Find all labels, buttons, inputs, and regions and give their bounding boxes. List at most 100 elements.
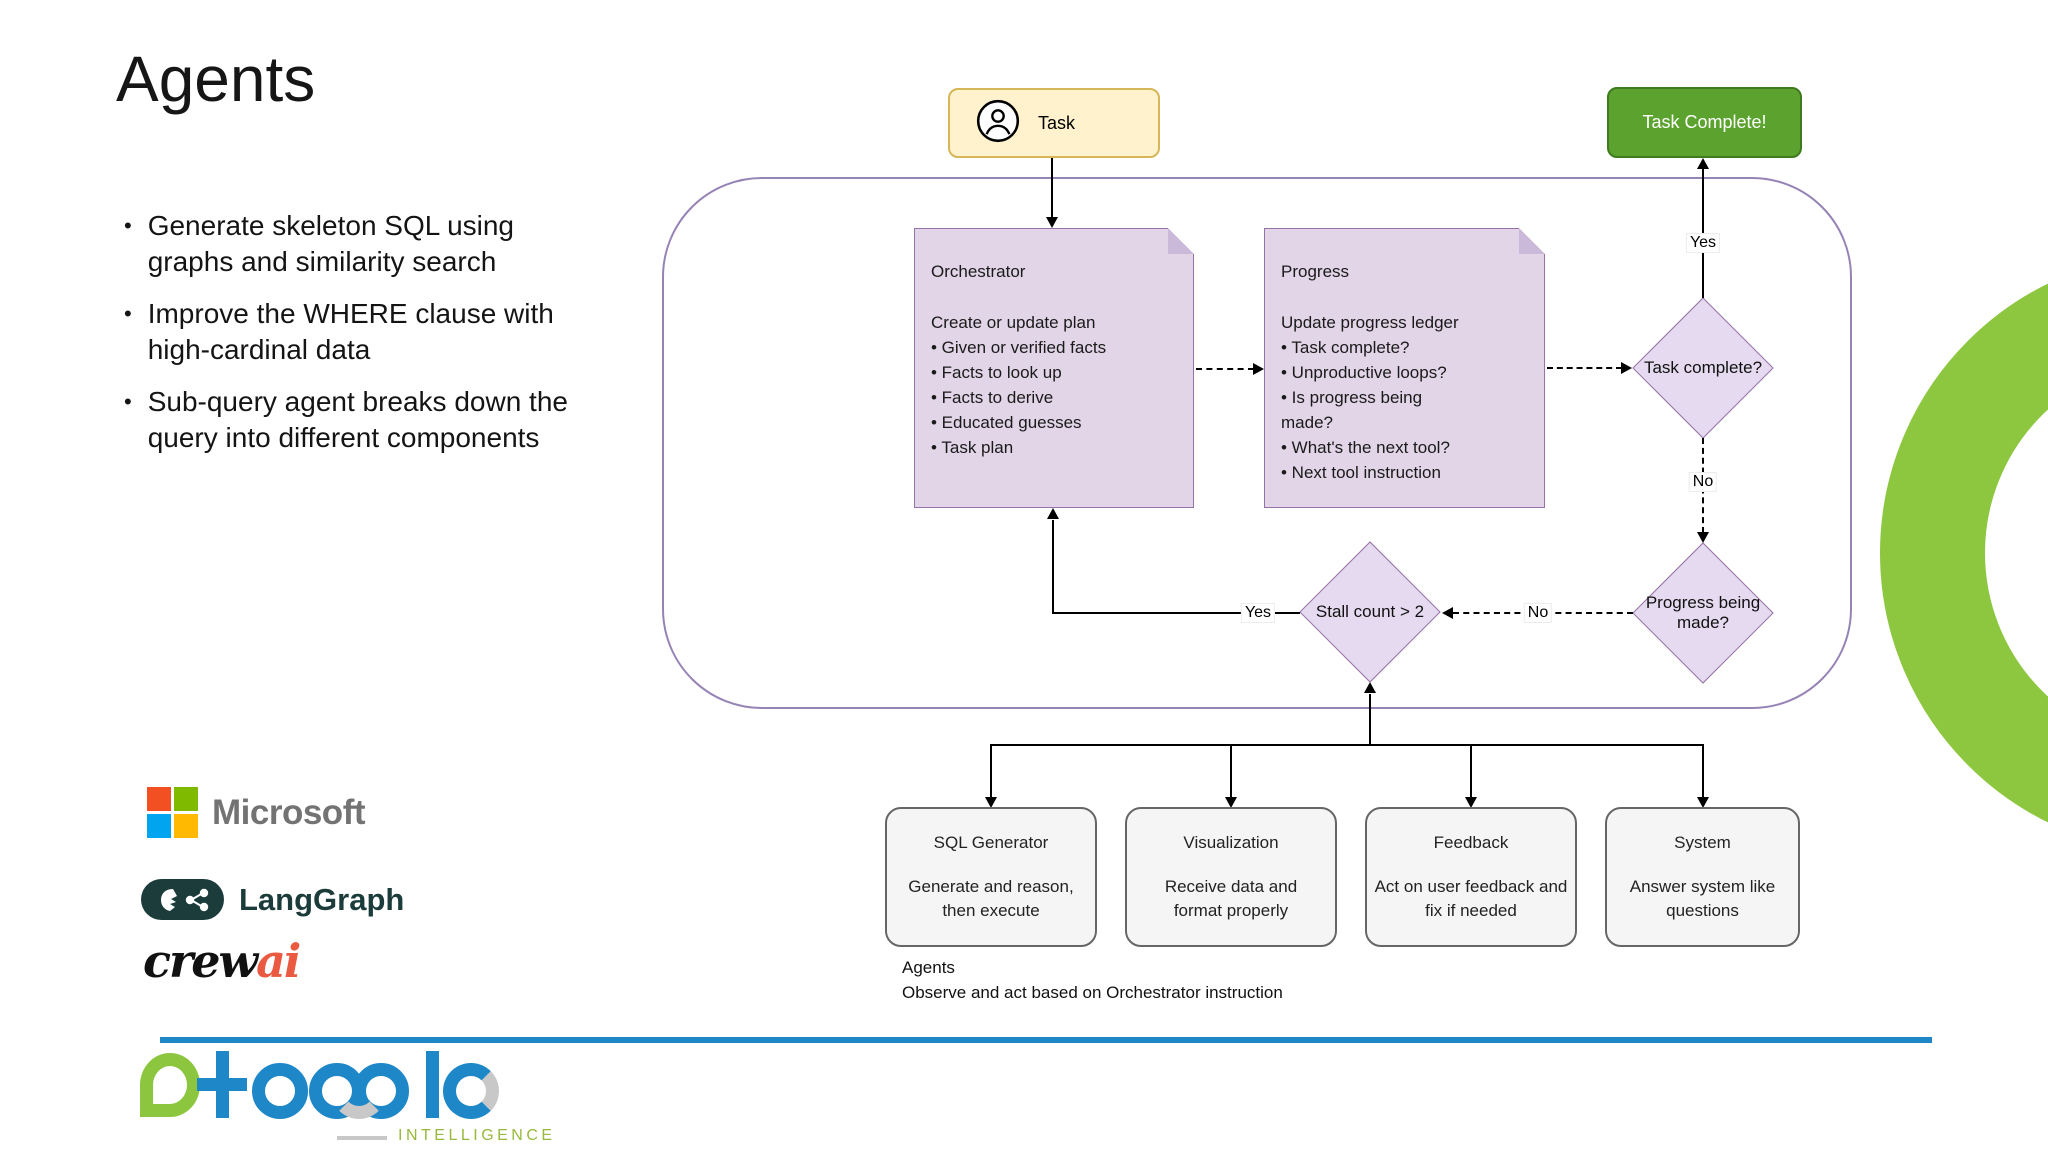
task-node: Task [948,88,1160,158]
bullet-text: Improve the WHERE clause with high-cardi… [147,298,554,365]
progress-body: Update progress ledger • Task complete? … [1281,310,1528,485]
progress-line: • Is progress being [1281,388,1423,407]
edge-task-to-orchestrator [1051,158,1053,220]
edge-label-yes: Yes [1240,603,1276,623]
atomic-letter-o [252,1063,308,1119]
edge-yes-to-orchestrator-v [1052,520,1054,614]
edge-progress-to-taskcomplete-q [1547,367,1622,369]
langgraph-icon [141,879,224,920]
microsoft-squares-icon [147,787,198,838]
drop-to-sql-generator [990,744,992,798]
atomic-tagline-dash [337,1136,387,1140]
orchestration-loop-container [662,177,1852,709]
atomic-letter-c [443,1063,499,1119]
agents-caption-line2: Observe and act based on Orchestrator in… [902,983,1283,1002]
drop-to-system [1702,744,1704,798]
agents-caption-line1: Agents [902,958,955,977]
atomic-letter-a [140,1053,200,1117]
edge-agents-to-stall [1369,694,1371,746]
task-complete-decision-label: Task complete? [1643,358,1763,377]
orchestrator-title: Orchestrator [931,262,1026,281]
atomic-letter-i [426,1051,439,1118]
stall-count-decision-label-wrap: Stall count > 2 [1316,562,1424,662]
ms-square-blue [147,814,171,838]
person-icon [976,99,1020,148]
progress-line: • What's the next tool? [1281,438,1450,457]
agent-title: Visualization [1183,833,1279,852]
progress-made-decision-label-wrap: Progress being made? [1646,563,1760,663]
task-complete-label: Task Complete! [1642,112,1767,132]
progress-line: made? [1281,413,1333,432]
progress-line: • Unproductive loops? [1281,363,1447,382]
arrowhead-down-icon [1046,217,1058,228]
agent-title: SQL Generator [933,833,1049,852]
agent-desc: Generate and reason, then execute [908,877,1074,920]
bullet-text: Generate skeleton SQL using graphs and s… [147,210,514,277]
bullet-item: • Sub-query agent breaks down the query i… [120,384,590,456]
crewai-wordmark-ai: ai [256,934,301,988]
bullet-icon: • [124,213,132,238]
agent-box-feedback: Feedback Act on user feedback and fix if… [1365,807,1577,947]
crewai-wordmark-crew: crew [143,934,258,988]
bullet-icon: • [124,389,132,414]
arrowhead-down-icon [1465,797,1477,808]
microsoft-wordmark: Microsoft [212,792,366,832]
arrowhead-down-icon [1225,797,1237,808]
drop-to-visualization [1230,744,1232,798]
bullet-text: Sub-query agent breaks down the query in… [147,386,568,453]
bullet-item: • Generate skeleton SQL using graphs and … [120,208,590,280]
arrowhead-down-icon [1697,797,1709,808]
langgraph-logo: LangGraph [141,879,404,920]
orchestrator-line: Create or update plan [931,313,1096,332]
ms-square-red [147,787,171,811]
progress-made-decision-label: Progress being made? [1645,593,1761,632]
agent-desc: Answer system like questions [1629,877,1776,920]
arrowhead-down-icon [985,797,997,808]
agent-box-visualization: Visualization Receive data and format pr… [1125,807,1337,947]
orchestrator-line: • Educated guesses [931,413,1082,432]
stall-count-decision-label: Stall count > 2 [1315,602,1425,621]
orchestrator-line: • Facts to derive [931,388,1054,407]
green-ring-decoration [1880,253,2048,853]
arrowhead-right-icon [1621,362,1632,374]
ms-square-yellow [174,814,198,838]
agent-desc: Act on user feedback and fix if needed [1374,877,1568,920]
agents-connector-bar [990,744,1704,746]
arrowhead-up-icon [1364,682,1376,693]
edge-label-no: No [1523,603,1553,623]
note-fold-corner [1168,228,1194,254]
orchestrator-line: • Facts to look up [931,363,1062,382]
task-complete-decision-label-wrap: Task complete? [1644,318,1762,418]
bullet-list: • Generate skeleton SQL using graphs and … [120,208,590,456]
arrowhead-up-icon [1697,158,1709,169]
progress-line: • Next tool instruction [1281,463,1441,482]
progress-line: Update progress ledger [1281,313,1459,332]
orchestrator-note: Orchestrator Create or update plan • Giv… [914,228,1194,508]
agent-box-sql-generator: SQL Generator Generate and reason, then … [885,807,1097,947]
task-complete-node: Task Complete! [1607,87,1802,158]
page-title: Agents [116,43,316,115]
microsoft-logo: Microsoft [147,787,366,838]
drop-to-feedback [1470,744,1472,798]
arrowhead-left-icon [1442,607,1453,619]
orchestrator-line: • Task plan [931,438,1014,457]
progress-line: • Task complete? [1281,338,1410,357]
edge-orchestrator-to-progress [1196,368,1254,370]
ms-square-green [174,787,198,811]
arrowhead-up-icon [1047,508,1059,519]
note-fold-corner [1519,228,1545,254]
arrowhead-right-icon [1253,363,1264,375]
agent-box-system: System Answer system like questions [1605,807,1800,947]
crewai-logo: crewai [143,934,301,988]
progress-note: Progress Update progress ledger • Task c… [1264,228,1545,508]
footer-blue-rule [160,1037,1932,1043]
atomic-gray-arc [331,1063,387,1119]
atomic-plus-icon [197,1078,247,1091]
atomic-tagline: INTELLIGENCE [398,1127,556,1144]
agent-title: System [1674,833,1731,852]
edge-yes-to-orchestrator-h [1052,612,1300,614]
edge-label-no: No [1688,472,1718,492]
task-label: Task [1038,112,1076,133]
agent-title: Feedback [1433,833,1509,852]
